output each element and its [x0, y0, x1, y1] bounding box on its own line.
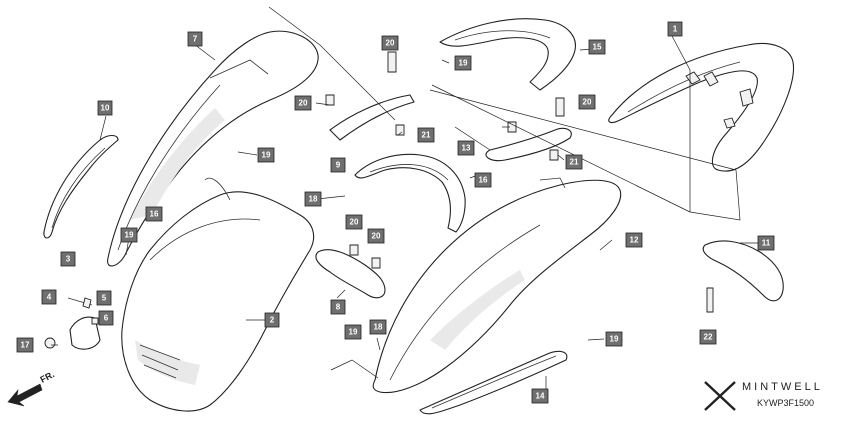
callout-17: 17: [16, 337, 34, 353]
callout-15: 15: [588, 39, 606, 55]
svg-text:4: 4: [47, 293, 52, 302]
svg-text:13: 13: [462, 144, 471, 153]
svg-text:16: 16: [150, 210, 159, 219]
svg-text:19: 19: [125, 231, 134, 240]
callout-14: 14: [531, 388, 549, 404]
svg-text:19: 19: [349, 328, 358, 337]
callout-5: 5: [96, 290, 112, 306]
callout-1: 1: [667, 21, 683, 37]
part-bracket-lower: [315, 244, 386, 299]
part-bracket-upper: [325, 51, 415, 141]
front-direction-arrow-icon: [7, 383, 43, 407]
callout-16b: 16: [474, 172, 492, 188]
svg-text:20: 20: [386, 39, 395, 48]
part-latch-assembly: [44, 297, 101, 350]
svg-text:7: 7: [193, 35, 198, 44]
svg-text:11: 11: [762, 239, 771, 248]
svg-text:21: 21: [422, 131, 431, 140]
svg-text:5: 5: [102, 294, 107, 303]
callout-4: 4: [41, 289, 57, 305]
callout-19c: 19: [120, 227, 138, 243]
part-side-strip: [43, 134, 119, 239]
svg-text:19: 19: [262, 151, 271, 160]
callout-3: 3: [60, 251, 76, 267]
part-center-bracket: [485, 97, 572, 162]
part-tail-top-cover: [439, 18, 576, 91]
svg-text:19: 19: [459, 59, 468, 68]
svg-text:21: 21: [570, 158, 579, 167]
svg-text:10: 10: [101, 104, 110, 113]
svg-text:15: 15: [593, 43, 602, 52]
svg-text:14: 14: [536, 392, 545, 401]
callout-20e: 20: [578, 94, 596, 110]
svg-text:1: 1: [673, 25, 678, 34]
svg-text:12: 12: [630, 236, 639, 245]
callout-11: 11: [757, 235, 775, 251]
callout-20a: 20: [381, 35, 399, 51]
callout-10: 10: [97, 100, 113, 116]
callout-20b: 20: [294, 95, 312, 111]
part-rear-bracket: [702, 240, 784, 313]
svg-text:20: 20: [299, 99, 308, 108]
callout-19b: 19: [454, 55, 472, 71]
part-lower-trim: [419, 350, 568, 415]
callout-18b: 18: [369, 319, 387, 335]
svg-text:2: 2: [270, 316, 275, 325]
callout-20d: 20: [367, 228, 385, 244]
svg-text:6: 6: [104, 314, 109, 323]
svg-text:22: 22: [704, 333, 713, 342]
svg-text:20: 20: [350, 218, 359, 227]
svg-text:8: 8: [336, 303, 341, 312]
part-rear-side-cover: [372, 177, 622, 394]
part-inner-cover: [354, 153, 466, 233]
callouts: 1 2 3 4 5 6 7 8 9 10 11 12 13 14 15 16 1…: [16, 21, 775, 404]
callout-9: 9: [330, 157, 346, 173]
svg-text:18: 18: [374, 323, 383, 332]
callout-8: 8: [330, 299, 346, 315]
brand-name: MINTWELL: [742, 381, 823, 393]
callout-16a: 16: [145, 206, 163, 222]
callout-7: 7: [187, 31, 203, 47]
diagram-code: KYWP3F1500: [757, 398, 815, 408]
part-grab-rail: [608, 43, 795, 172]
callout-2: 2: [264, 312, 280, 328]
callout-21a: 21: [417, 127, 435, 143]
svg-text:20: 20: [583, 98, 592, 107]
svg-text:16: 16: [479, 176, 488, 185]
callout-18a: 18: [304, 191, 322, 207]
part-main-body-cover: [121, 177, 315, 412]
svg-text:9: 9: [336, 161, 341, 170]
svg-text:3: 3: [66, 255, 71, 264]
svg-text:17: 17: [21, 341, 30, 350]
brand-logo-icon: [704, 381, 736, 411]
callout-12: 12: [625, 232, 643, 248]
callout-19a: 19: [257, 147, 275, 163]
svg-text:19: 19: [610, 335, 619, 344]
callout-6: 6: [98, 310, 114, 326]
callout-20c: 20: [345, 214, 363, 230]
callout-13: 13: [457, 140, 475, 156]
callout-19e: 19: [605, 331, 623, 347]
svg-text:20: 20: [372, 232, 381, 241]
callout-21b: 21: [565, 154, 583, 170]
callout-19d: 19: [344, 324, 362, 340]
callout-22: 22: [699, 329, 717, 345]
svg-text:18: 18: [309, 195, 318, 204]
